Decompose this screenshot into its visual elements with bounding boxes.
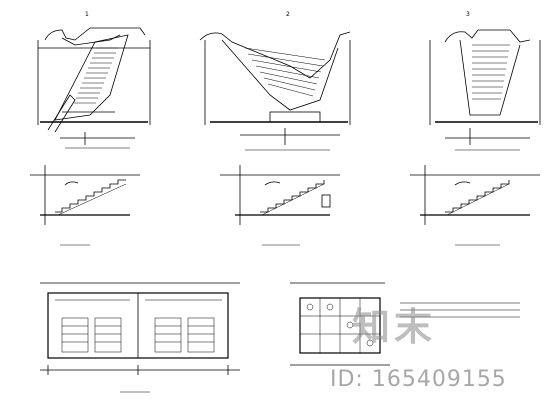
watermark-logo: 知末 (352, 305, 437, 349)
floor-plan (40, 282, 240, 393)
stair-section-3: 3 (429, 11, 541, 151)
section-label-2: 2 (286, 11, 290, 18)
stair-detail-1 (30, 165, 140, 246)
watermark-id: ID: 165409155 (330, 367, 507, 392)
structural-plan (290, 282, 520, 366)
stair-detail-3 (410, 165, 540, 246)
stair-section-1: 1 (37, 11, 151, 149)
section-label-1: 1 (85, 11, 89, 18)
section-label-3: 3 (466, 11, 470, 18)
stair-section-2: 2 (199, 11, 351, 151)
stair-detail-2 (220, 165, 340, 246)
